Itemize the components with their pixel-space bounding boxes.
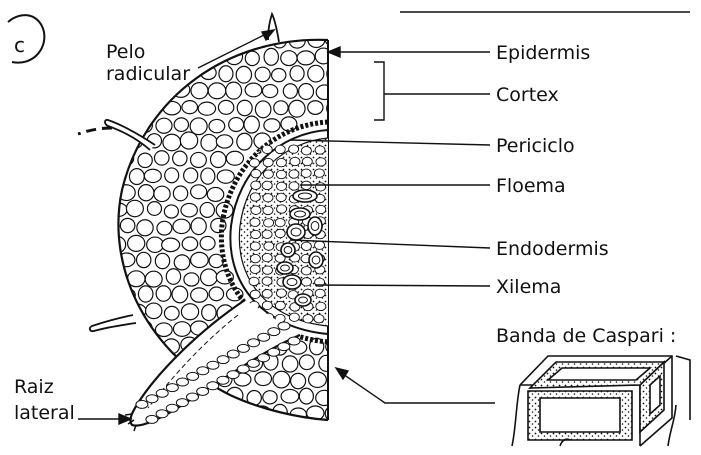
- label-pelo-line2: radicular: [106, 63, 190, 85]
- label-pelo-line1: Pelo: [106, 41, 145, 63]
- label-raiz-line1: Raiz: [14, 376, 54, 398]
- label-floema: Floema: [496, 175, 566, 197]
- label-endodermis: Endodermis: [496, 238, 609, 260]
- label-epidermis: Epidermis: [496, 42, 590, 64]
- label-banda-de-caspari: Banda de Caspari :: [496, 325, 676, 347]
- panel-letter: c: [14, 33, 25, 57]
- panel-label: c: [8, 15, 44, 62]
- label-periciclo: Periciclo: [496, 135, 575, 157]
- casparian-strip-cell: [512, 356, 690, 446]
- label-cortex: Cortex: [496, 84, 559, 106]
- label-xilema: Xilema: [496, 276, 561, 298]
- label-raiz-line2: lateral: [14, 402, 75, 424]
